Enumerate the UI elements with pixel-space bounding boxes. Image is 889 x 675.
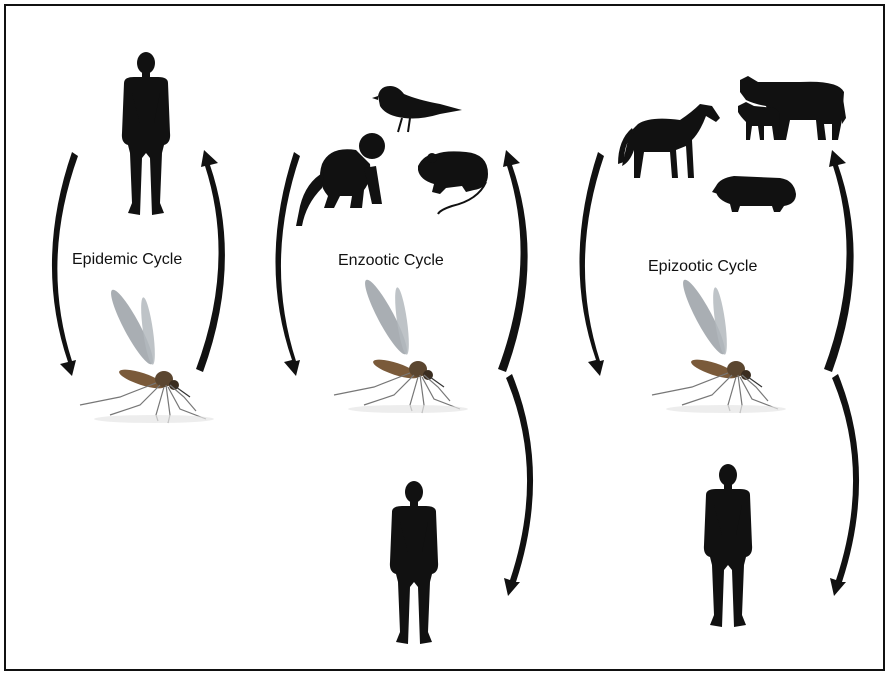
epidemic-cycle xyxy=(52,52,225,423)
epizootic-cycle-label: Epizootic Cycle xyxy=(648,258,757,276)
pig-icon xyxy=(712,176,796,212)
epizootic-cycle xyxy=(579,76,859,627)
mosquito-icon xyxy=(652,276,786,413)
monkey-icon xyxy=(296,133,385,226)
enzootic-cycle-label: Enzootic Cycle xyxy=(338,252,444,270)
bird-icon xyxy=(372,86,462,132)
epidemic-cycle-label: Epidemic Cycle xyxy=(72,251,182,269)
rat-icon xyxy=(418,151,488,214)
human-silhouette-icon xyxy=(122,52,170,215)
enzootic-cycle xyxy=(275,86,533,644)
horse-icon xyxy=(618,104,720,178)
mosquito-icon xyxy=(334,276,468,413)
mosquito-icon xyxy=(80,286,214,423)
human-silhouette-icon xyxy=(390,481,438,644)
human-silhouette-icon xyxy=(704,464,752,627)
